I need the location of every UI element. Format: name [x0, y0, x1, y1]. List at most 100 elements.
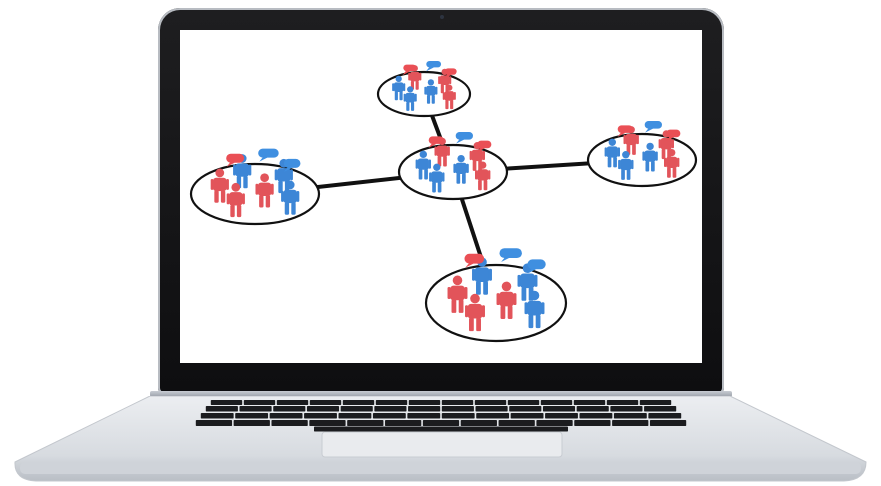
key [200, 413, 234, 419]
keyboard [195, 400, 687, 432]
key [476, 413, 510, 419]
person-icon [210, 168, 229, 203]
person-icon [465, 293, 485, 332]
speech-bubble-icon [443, 68, 457, 79]
key [422, 420, 460, 426]
key [243, 400, 276, 405]
speech-bubble-icon [258, 148, 279, 162]
key [306, 406, 340, 412]
key [612, 420, 649, 426]
person-icon [415, 150, 431, 180]
key [374, 406, 407, 412]
key [509, 406, 542, 412]
key [474, 400, 507, 405]
key [342, 400, 375, 405]
key [498, 420, 535, 426]
key [385, 420, 422, 426]
right-cluster [586, 121, 698, 188]
person-icon [429, 163, 445, 193]
webcam-icon [440, 15, 444, 19]
key [441, 406, 474, 412]
person-icon [281, 180, 300, 215]
speech-bubble-icon [476, 140, 492, 153]
key [441, 413, 475, 419]
trackpad [321, 431, 563, 458]
person-icon [664, 148, 680, 178]
key [276, 400, 309, 405]
speech-bubble-icon [665, 129, 681, 142]
speech-bubble-icon [226, 153, 245, 167]
key [573, 400, 606, 405]
key [235, 413, 269, 419]
key [507, 400, 540, 405]
person-icon [255, 173, 274, 208]
key [269, 413, 303, 419]
key [536, 420, 573, 426]
key [340, 406, 373, 412]
key [460, 420, 497, 426]
person-icon [403, 86, 417, 111]
person-icon [226, 182, 245, 218]
person-icon [618, 151, 634, 180]
key [648, 413, 682, 419]
speech-bubble-icon [428, 136, 444, 148]
key [649, 420, 687, 426]
key [195, 420, 233, 426]
key [408, 400, 441, 405]
speech-bubble-icon [455, 132, 473, 144]
key [542, 406, 576, 412]
person-icon [447, 275, 468, 313]
cluster-ring [424, 263, 568, 343]
key [239, 406, 272, 412]
speech-bubble-icon [499, 248, 522, 262]
key [271, 420, 308, 426]
key [407, 413, 441, 419]
key [309, 400, 342, 405]
key [644, 406, 677, 412]
speech-bubble-icon [644, 121, 662, 133]
key [304, 413, 337, 419]
person-icon [604, 138, 620, 168]
person-icon [475, 161, 491, 191]
spacebar [314, 426, 568, 432]
key [639, 400, 672, 405]
laptop-screen [180, 30, 702, 363]
left-cluster [189, 148, 321, 226]
key [375, 400, 408, 405]
person-icon [642, 142, 658, 172]
key [233, 420, 270, 426]
cluster-ring [586, 132, 698, 188]
network-clusters [189, 60, 698, 343]
key [441, 400, 474, 405]
key [347, 420, 384, 426]
person-icon [392, 75, 406, 101]
person-icon [524, 290, 545, 329]
cluster-ring [376, 70, 472, 118]
key [408, 406, 441, 412]
key [606, 400, 639, 405]
center-cluster [397, 132, 509, 201]
bottom-cluster [424, 248, 568, 343]
speech-bubble-icon [425, 60, 442, 72]
person-icon [453, 154, 469, 184]
speech-bubble-icon [283, 158, 301, 172]
person-icon [517, 263, 538, 301]
key [545, 413, 578, 419]
speech-bubble-icon [402, 64, 417, 76]
key [205, 406, 238, 412]
person-icon [442, 84, 456, 110]
key [210, 400, 243, 405]
key [475, 406, 508, 412]
speech-bubble-icon [617, 125, 633, 137]
speech-bubble-icon [464, 253, 485, 268]
key [576, 406, 609, 412]
network-diagram [189, 60, 698, 343]
cluster-ring [397, 143, 509, 201]
person-icon [496, 281, 517, 320]
top-cluster [376, 60, 472, 118]
key [574, 420, 611, 426]
laptop-base [14, 396, 867, 482]
key [540, 400, 573, 405]
key [613, 413, 647, 419]
key [273, 406, 306, 412]
